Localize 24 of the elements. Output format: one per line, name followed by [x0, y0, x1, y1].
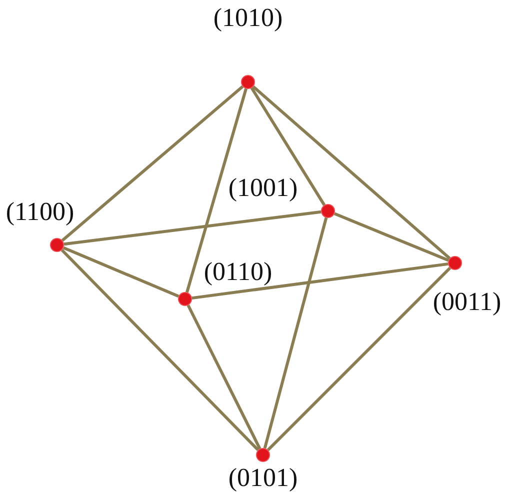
edge-line — [252, 85, 451, 260]
edge-line — [334, 212, 450, 262]
edge-line — [61, 85, 244, 242]
vertex-label: (0110) — [204, 259, 272, 285]
vertex-dot — [256, 448, 270, 462]
vertex-dot — [50, 238, 64, 252]
vertex-label: (0101) — [228, 465, 298, 491]
edge-line — [192, 262, 448, 300]
edge-line — [263, 217, 328, 449]
edge-line — [60, 248, 260, 452]
edge-line — [62, 246, 180, 298]
edge-line — [186, 88, 248, 293]
vertex-label: (1001) — [228, 175, 298, 201]
edge-line — [64, 210, 322, 246]
edge-line — [250, 87, 326, 206]
vertex-dot — [448, 256, 462, 270]
vertex-label: (0011) — [432, 289, 502, 315]
vertex-label: (1010) — [213, 5, 283, 31]
edge-line — [186, 304, 262, 450]
edge-line — [266, 266, 452, 452]
vertex-label: (1100) — [6, 199, 74, 225]
vertex-dot — [241, 75, 255, 89]
vertex-dot — [178, 292, 192, 306]
vertex-dot — [321, 204, 335, 218]
